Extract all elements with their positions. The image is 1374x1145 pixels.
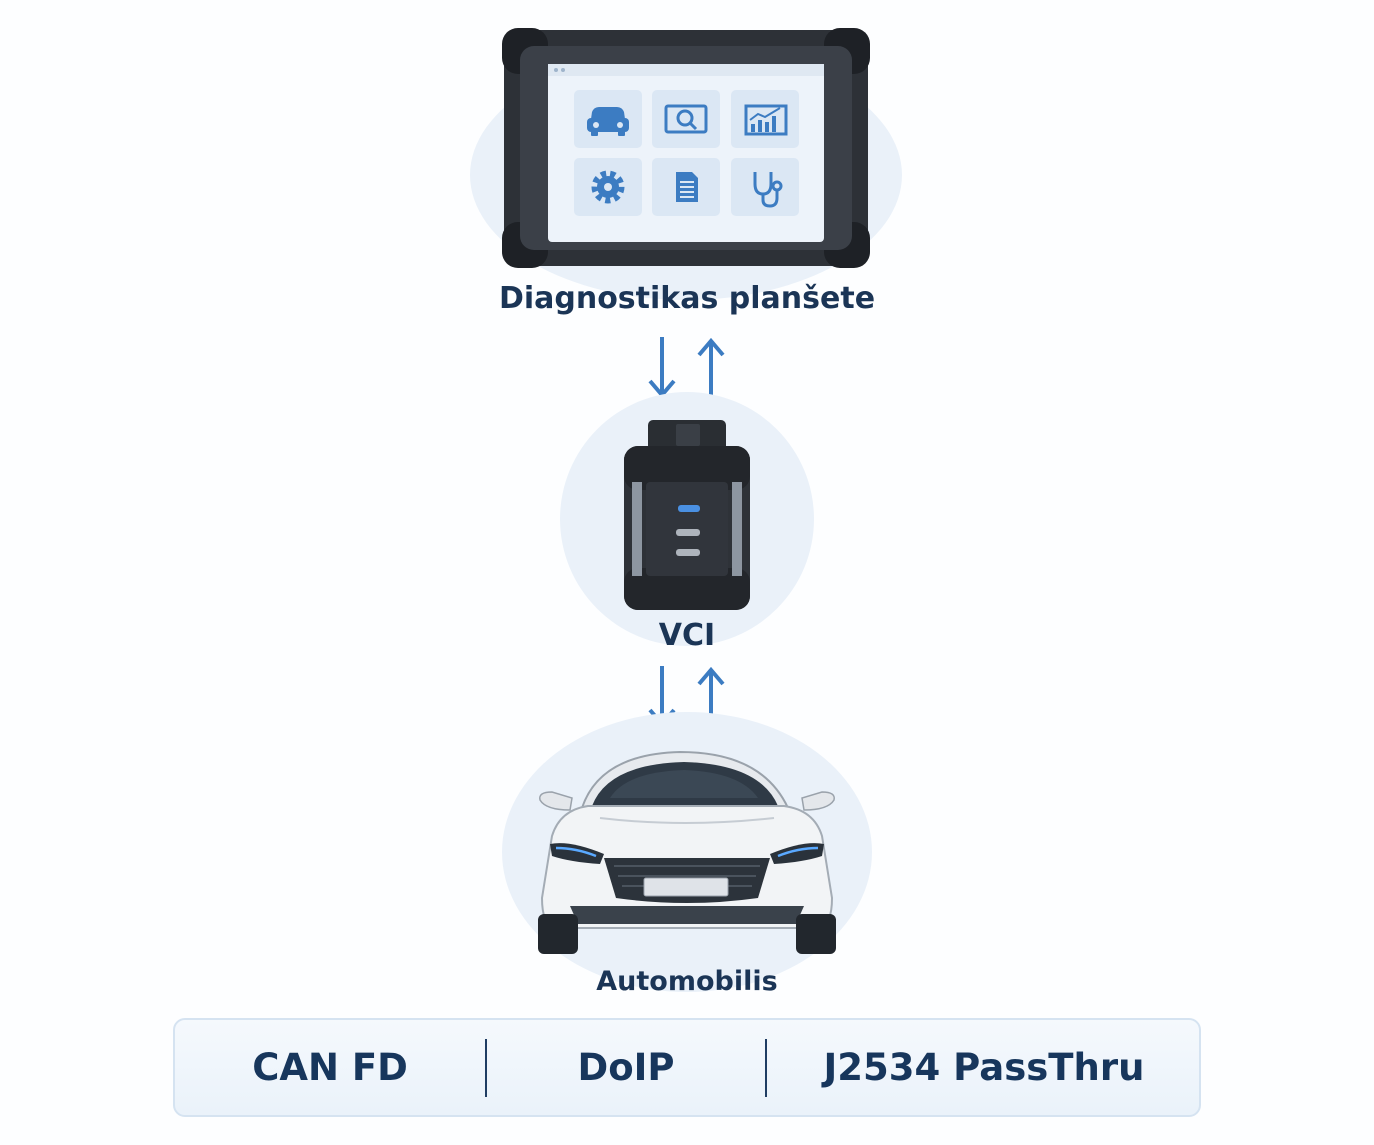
protocol-can-fd: CAN FD bbox=[252, 1046, 408, 1089]
protocol-divider bbox=[765, 1038, 767, 1097]
protocol-j2534: J2534 PassThru bbox=[823, 1046, 1145, 1089]
chart-icon bbox=[744, 104, 788, 136]
tablet-label: Diagnostikas planšete bbox=[498, 281, 876, 316]
vci-device bbox=[624, 420, 750, 610]
car-image bbox=[538, 750, 836, 954]
document-icon bbox=[676, 172, 698, 202]
car-icon bbox=[587, 107, 629, 136]
status-led-icon bbox=[678, 505, 700, 512]
vci-label: VCI bbox=[658, 618, 716, 653]
search-icon bbox=[664, 104, 708, 134]
stethoscope-icon bbox=[753, 172, 783, 208]
protocol-doip: DoIP bbox=[577, 1046, 675, 1089]
protocol-divider bbox=[485, 1038, 487, 1097]
diagnostic-tablet bbox=[502, 28, 870, 268]
gear-icon bbox=[591, 170, 625, 204]
arrow-down-icon bbox=[648, 337, 676, 399]
car-label: Automobilis bbox=[596, 966, 778, 997]
protocol-bar: CAN FD DoIP J2534 PassThru bbox=[173, 1018, 1201, 1117]
arrow-up-icon bbox=[697, 337, 725, 399]
